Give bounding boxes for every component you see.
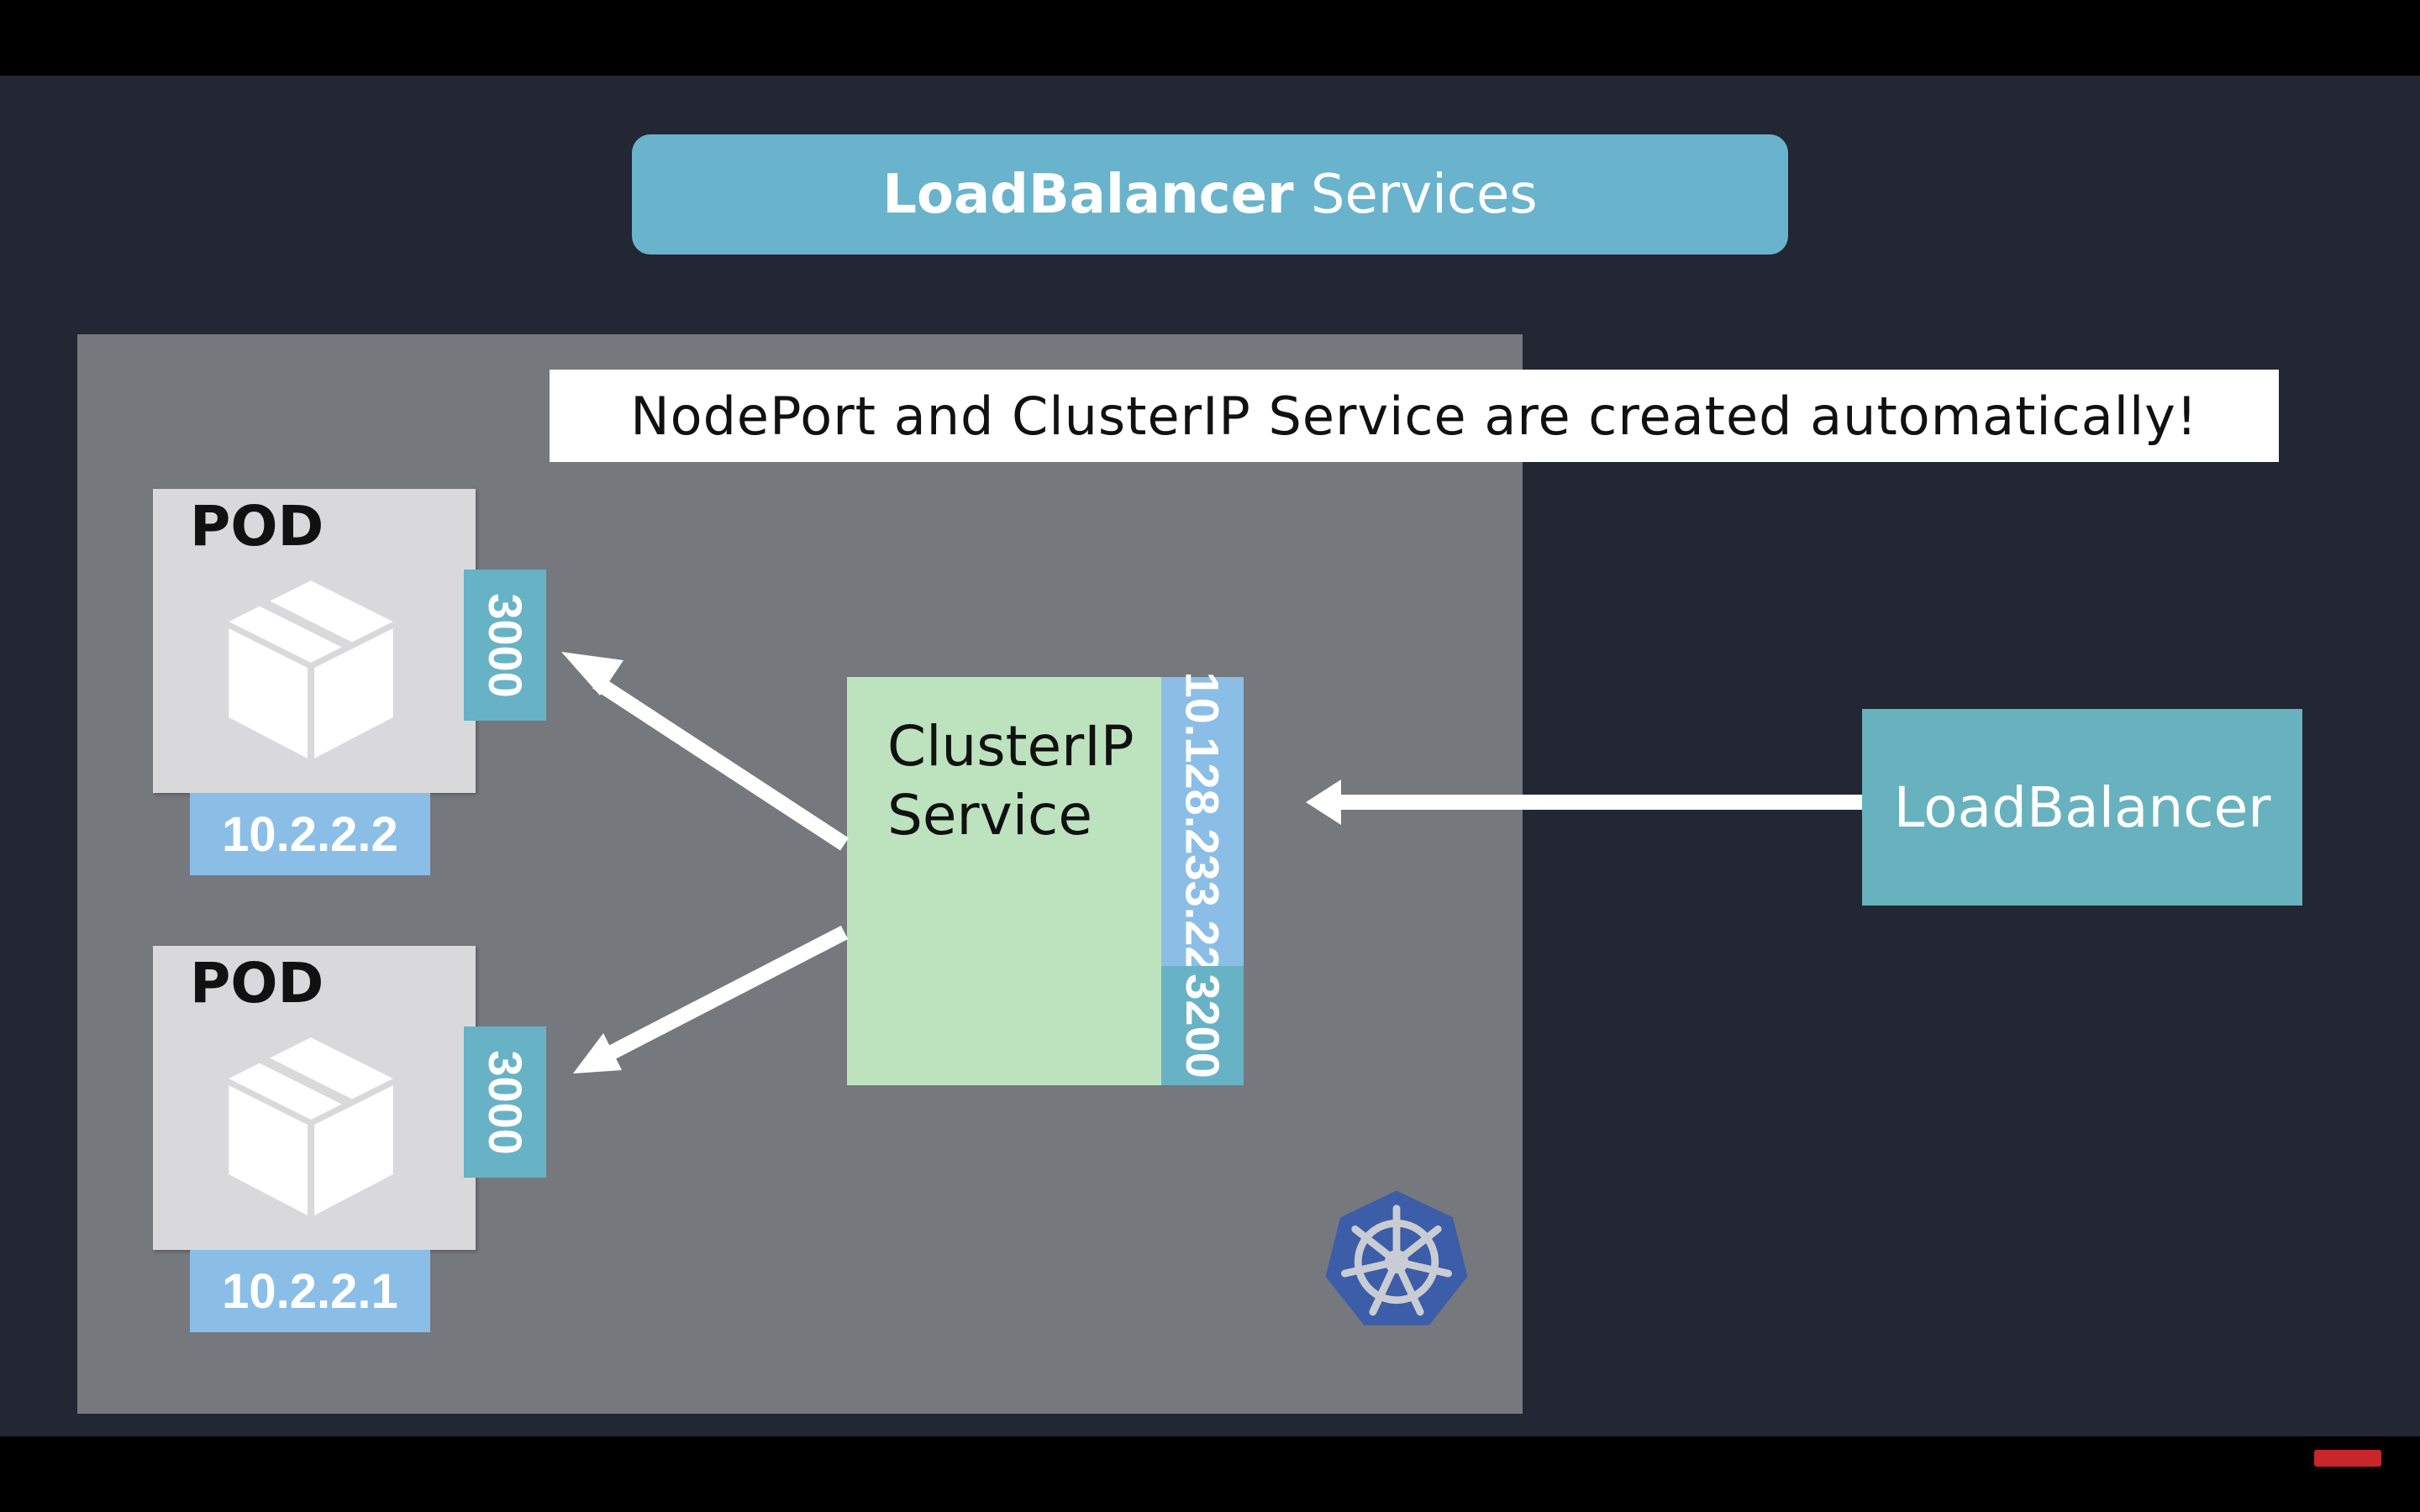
title-banner: LoadBalancer Services [632,134,1788,255]
pod-label: POD [190,951,324,1016]
pod-1-ip: 10.2.2.2 [222,806,398,862]
box-icon [229,1037,393,1215]
title-bold: LoadBalancer [882,163,1294,226]
arrow-service-to-pod-2 [573,926,849,1074]
kubernetes-helm-icon [1325,1190,1468,1326]
box-icon [229,580,393,759]
pod-2-ip: 10.2.2.1 [222,1263,398,1319]
subscribe-badge[interactable] [2314,1450,2381,1467]
pod-1-ip-tag: 10.2.2.2 [190,793,430,875]
note-banner: NodePort and ClusterIP Service are creat… [550,370,2279,462]
note-text: NodePort and ClusterIP Service are creat… [630,385,2198,447]
load-balancer-label: LoadBalancer [1893,774,2271,840]
service-name-line2: Service [887,783,1092,848]
load-balancer-box: LoadBalancer [1862,709,2302,906]
service-ip-tag: 10.128.233.22 [1161,671,1244,972]
arrow-loadbalancer-to-service [1306,780,1862,825]
pod-1: POD [153,489,476,793]
service-name: ClusterIP Service [887,712,1134,850]
arrow-service-to-pod-1 [561,652,849,851]
service-port-tag: 3200 [1161,966,1244,1085]
pod-2-ip-tag: 10.2.2.1 [190,1250,430,1332]
clusterip-service-box: ClusterIP Service [847,677,1163,1085]
title-rest: Services [1310,163,1538,226]
pod-label: POD [190,494,324,559]
service-name-line1: ClusterIP [887,714,1134,779]
pod-2: POD [153,946,476,1250]
pod-2-port-tag: 3000 [464,1026,546,1178]
pod-1-port-tag: 3000 [464,570,546,721]
